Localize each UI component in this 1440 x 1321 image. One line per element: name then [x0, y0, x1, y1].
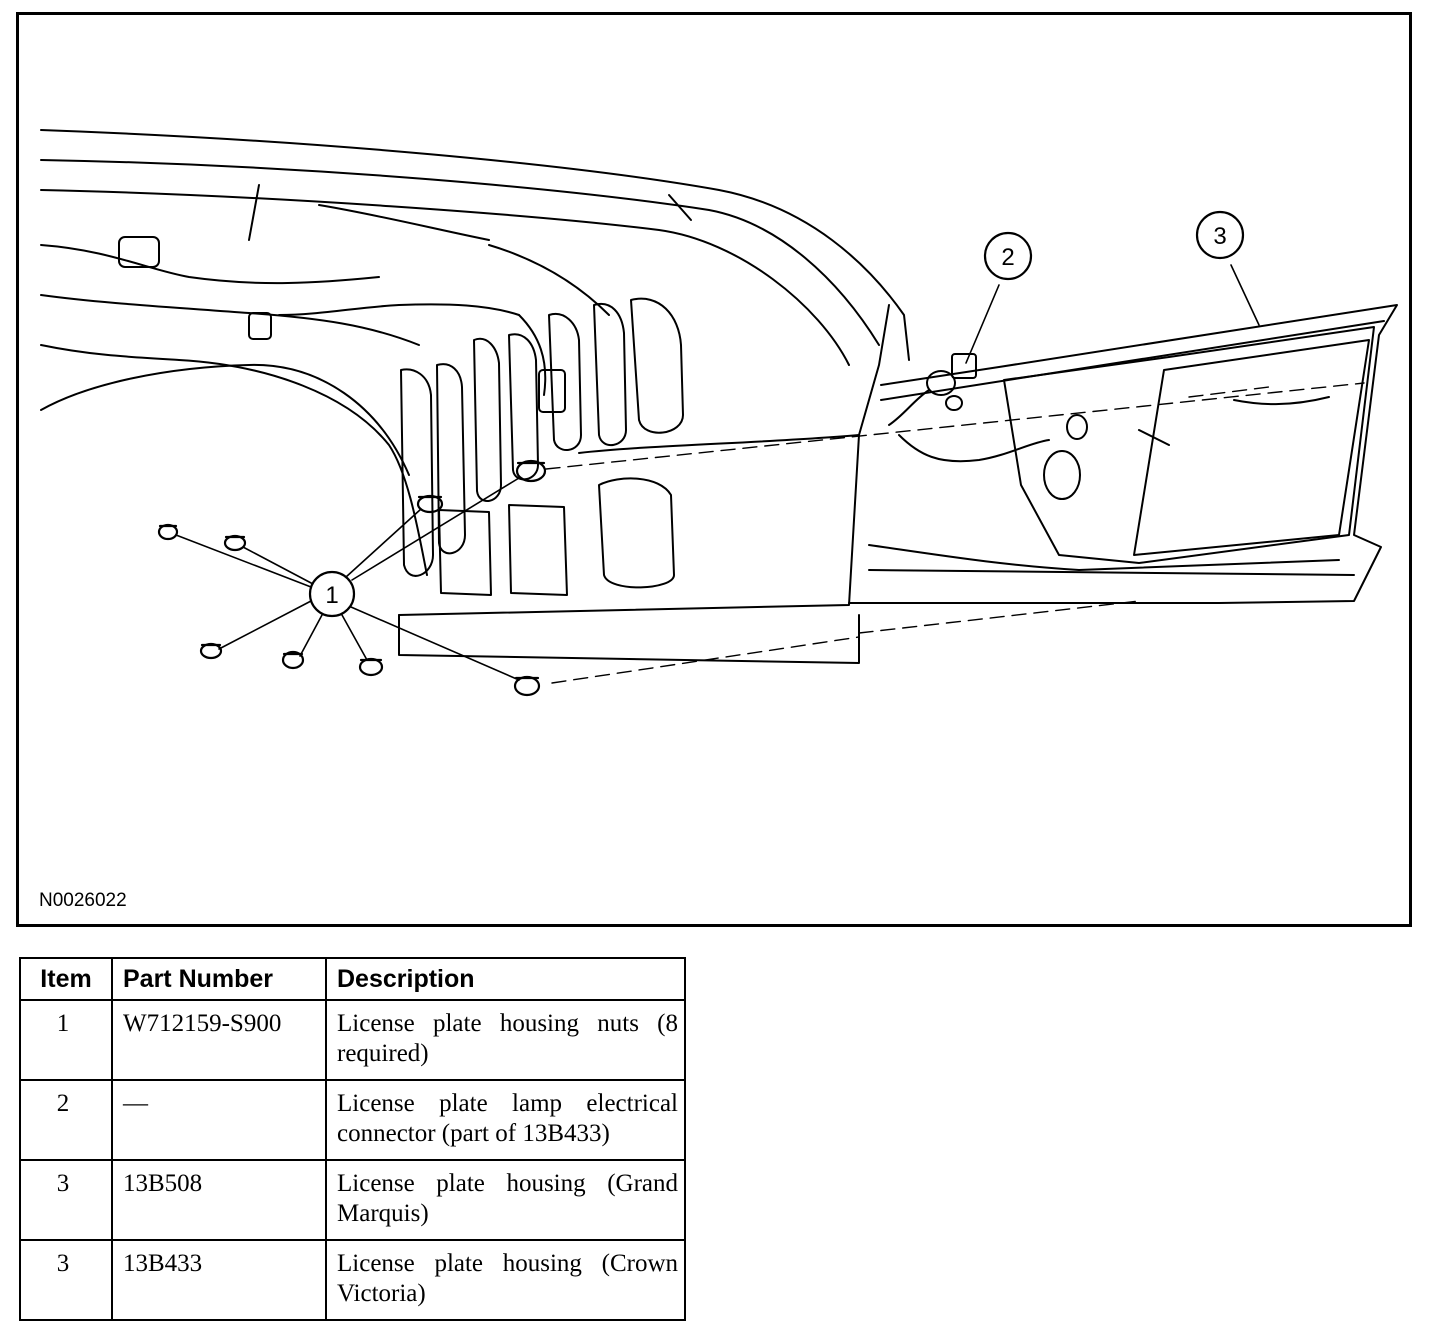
header-description: Description [325, 957, 686, 1001]
vehicle-rear-body [40, 129, 910, 664]
callout-2-label: 2 [1001, 244, 1014, 271]
nut-icon [281, 650, 305, 670]
housing-nuts [157, 459, 547, 697]
license-plate-housing-illustration: 1 2 3 [40, 129, 1398, 697]
alignment-lines [545, 382, 1365, 684]
header-item: Item [19, 957, 113, 1001]
row-part-number: — [111, 1079, 327, 1161]
electrical-connector [888, 353, 977, 426]
callout-3: 3 [1195, 210, 1245, 260]
row-part-number: 13B433 [111, 1239, 327, 1321]
nut-icon [199, 642, 223, 660]
row-description: License plate housing nuts (8 required) [325, 999, 686, 1081]
row-item: 3 [19, 1239, 113, 1321]
row-item: 1 [19, 999, 113, 1081]
callout-1: 1 [308, 570, 356, 618]
exploded-view-figure: 1 2 3 N0026022 [16, 12, 1412, 927]
table-row: 3 13B508 License plate housing (Grand Ma… [19, 1159, 686, 1241]
nut-icon [416, 494, 444, 514]
figure-id: N0026022 [39, 890, 127, 911]
callout-leaders [965, 264, 1260, 364]
row-description: License plate housing (Crown Victoria) [325, 1239, 686, 1321]
nut-icon [157, 523, 179, 541]
callout-2: 2 [983, 231, 1033, 281]
row-item: 3 [19, 1159, 113, 1241]
header-part-number: Part Number [111, 957, 327, 1001]
row-part-number: W712159-S900 [111, 999, 327, 1081]
nut-icon [513, 675, 541, 697]
nut-icon [515, 459, 547, 483]
parts-table: Item Part Number Description 1 W712159-S… [19, 957, 686, 1321]
callout-1-leaders [175, 477, 520, 681]
callout-1-label: 1 [325, 582, 338, 609]
table-row: 3 13B433 License plate housing (Crown Vi… [19, 1239, 686, 1321]
row-description: License plate housing (Grand Marquis) [325, 1159, 686, 1241]
row-description: License plate lamp electrical connector … [325, 1079, 686, 1161]
callout-3-label: 3 [1213, 223, 1226, 250]
row-part-number: 13B508 [111, 1159, 327, 1241]
table-row: 2 — License plate lamp electrical connec… [19, 1079, 686, 1161]
row-item: 2 [19, 1079, 113, 1161]
nut-icon [223, 534, 247, 552]
table-header-row: Item Part Number Description [19, 957, 686, 1001]
license-plate-housing [848, 304, 1398, 604]
nut-icon [358, 657, 384, 677]
table-row: 1 W712159-S900 License plate housing nut… [19, 999, 686, 1081]
